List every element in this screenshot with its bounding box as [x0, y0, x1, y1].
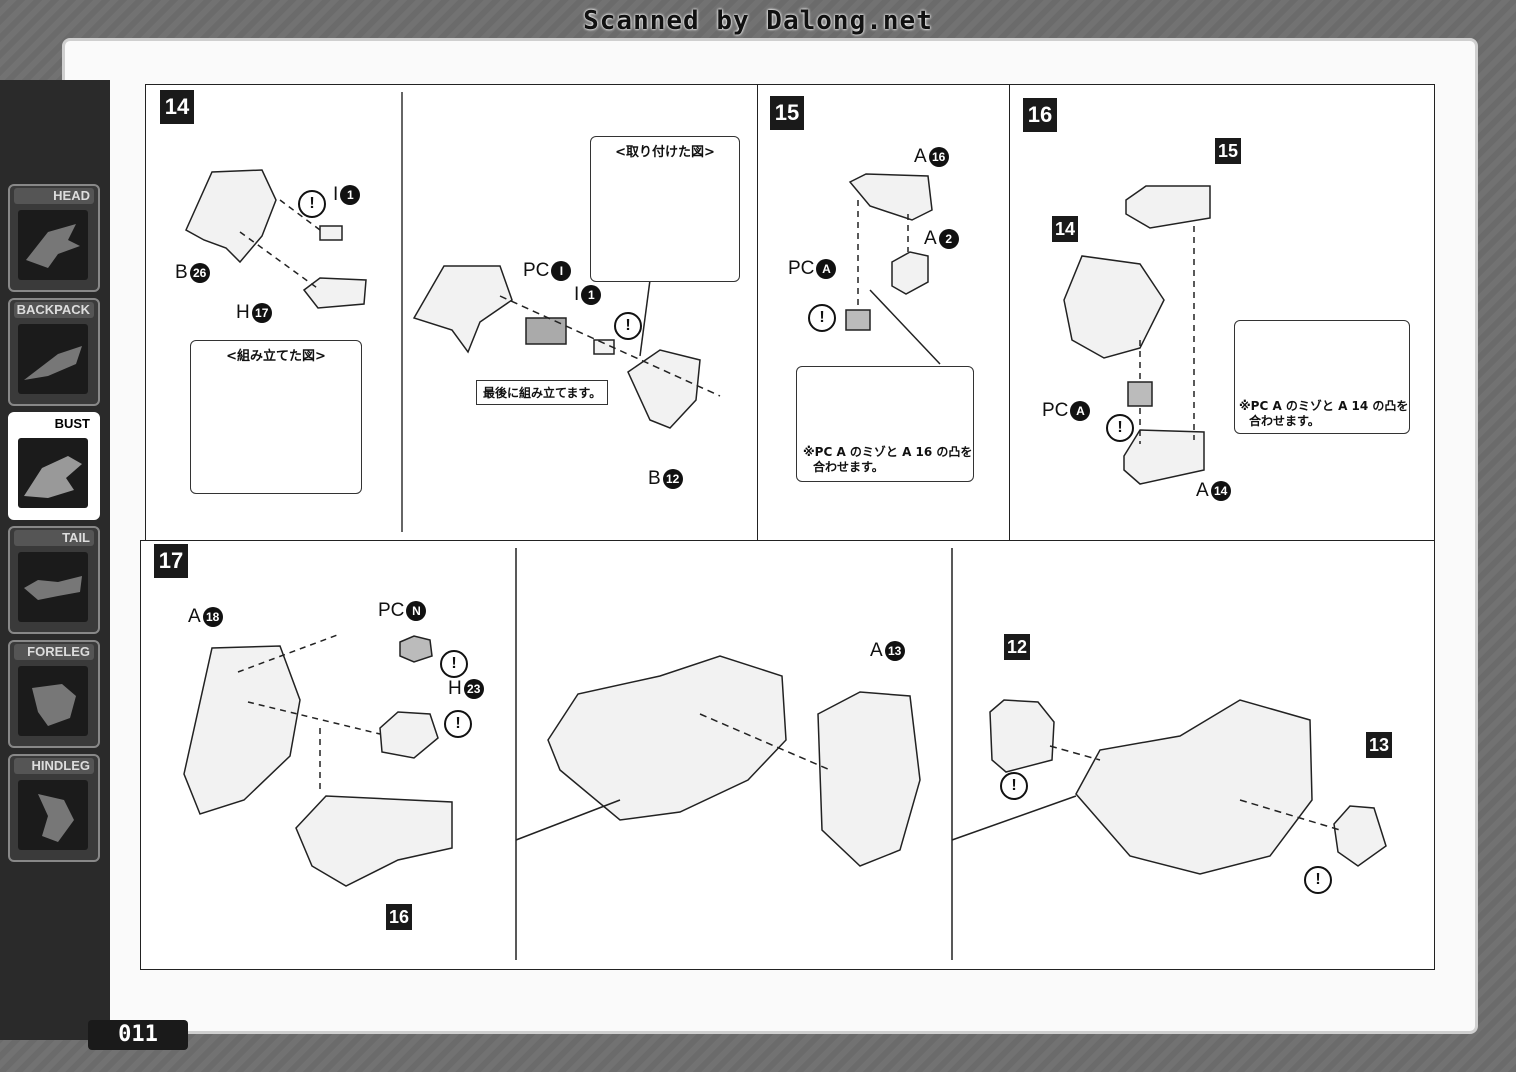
tail-icon: [18, 552, 88, 622]
tab-label: BUST: [14, 416, 94, 432]
alignment-note-box: ※PC A のミゾと A 14 の凸を 合わせます。: [1234, 320, 1410, 434]
attached-view-title: <取り付けた図>: [615, 145, 715, 160]
step-14-number: 14: [160, 90, 194, 124]
hindleg-icon: [18, 780, 88, 850]
caution-icon: !: [1106, 414, 1134, 442]
bust-icon: [18, 438, 88, 508]
tab-label: HEAD: [14, 188, 94, 204]
tab-hindleg[interactable]: HINDLEG: [8, 754, 100, 862]
caution-icon: !: [440, 650, 468, 678]
tab-label: TAIL: [14, 530, 94, 546]
alignment-note-line-1: ※PC A のミゾと A 16 の凸を: [803, 445, 973, 459]
foreleg-icon: [18, 666, 88, 736]
scan-credit: Scanned by Dalong.net: [583, 6, 933, 36]
alignment-note-box: ※PC A のミゾと A 16 の凸を 合わせます。: [796, 366, 974, 482]
caution-icon: !: [1304, 866, 1332, 894]
caution-icon: !: [444, 710, 472, 738]
alignment-note-line-1: ※PC A のミゾと A 14 の凸を: [1239, 399, 1409, 413]
ref-part-13: 13: [1366, 732, 1392, 758]
caution-icon: !: [1000, 772, 1028, 800]
alignment-note-line-2: 合わせます。: [1249, 414, 1320, 428]
assembled-view-box: <組み立てた図>: [190, 340, 362, 494]
tab-label: FORELEG: [14, 644, 94, 660]
step-17-number: 17: [154, 544, 188, 578]
assembled-view-title: <組み立てた図>: [226, 349, 326, 364]
caution-icon: !: [298, 190, 326, 218]
tab-head[interactable]: HEAD: [8, 184, 100, 292]
tab-foreleg[interactable]: FORELEG: [8, 640, 100, 748]
caution-icon: !: [614, 312, 642, 340]
ref-part-16: 16: [386, 904, 412, 930]
tab-tail[interactable]: TAIL: [8, 526, 100, 634]
section-sidebar: HEAD BACKPACK BUST TAIL FORELEG HINDLEG: [0, 80, 110, 1040]
backpack-icon: [18, 324, 88, 394]
tab-backpack[interactable]: BACKPACK: [8, 298, 100, 406]
ref-part-14: 14: [1052, 216, 1078, 242]
step-16-number: 16: [1023, 98, 1057, 132]
alignment-note-line-2: 合わせます。: [813, 460, 884, 474]
attached-view-box: <取り付けた図>: [590, 136, 740, 282]
caution-icon: !: [808, 304, 836, 332]
assemble-last-note: 最後に組み立てます。: [476, 380, 609, 405]
ref-part-15: 15: [1215, 138, 1241, 164]
head-icon: [18, 210, 88, 280]
tab-label: HINDLEG: [14, 758, 94, 774]
ref-part-12: 12: [1004, 634, 1030, 660]
tab-label: BACKPACK: [14, 302, 94, 318]
page-number: 011: [88, 1020, 188, 1050]
tab-bust[interactable]: BUST: [8, 412, 100, 520]
step-15-number: 15: [770, 96, 804, 130]
